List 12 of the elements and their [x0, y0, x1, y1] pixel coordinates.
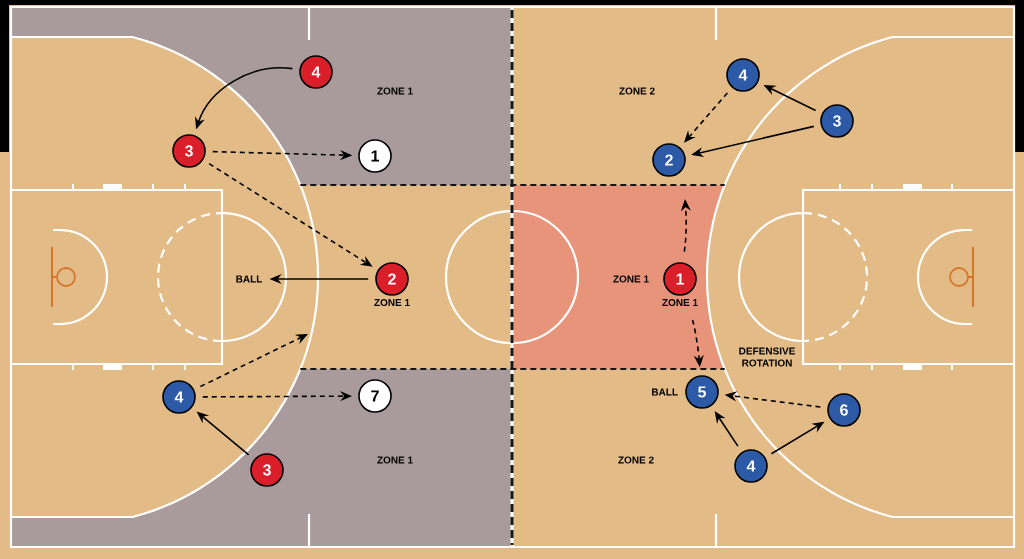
zone-label: ZONE 1	[374, 299, 410, 307]
zone-label: ZONE 1	[613, 275, 649, 283]
zone-label: ZONE 1	[662, 299, 698, 307]
note-label: DEFENSIVE ROTATION	[739, 347, 795, 367]
zone-label: ZONE 2	[618, 456, 654, 464]
ball-label: BALL	[652, 388, 678, 396]
zone-label: ZONE 1	[377, 456, 413, 464]
zone-label: ZONE 1	[377, 87, 413, 95]
zone-label: ZONE 2	[619, 87, 655, 95]
text-label: BALL	[236, 275, 263, 283]
dashed-arrow	[684, 92, 729, 143]
arrow	[714, 411, 739, 447]
